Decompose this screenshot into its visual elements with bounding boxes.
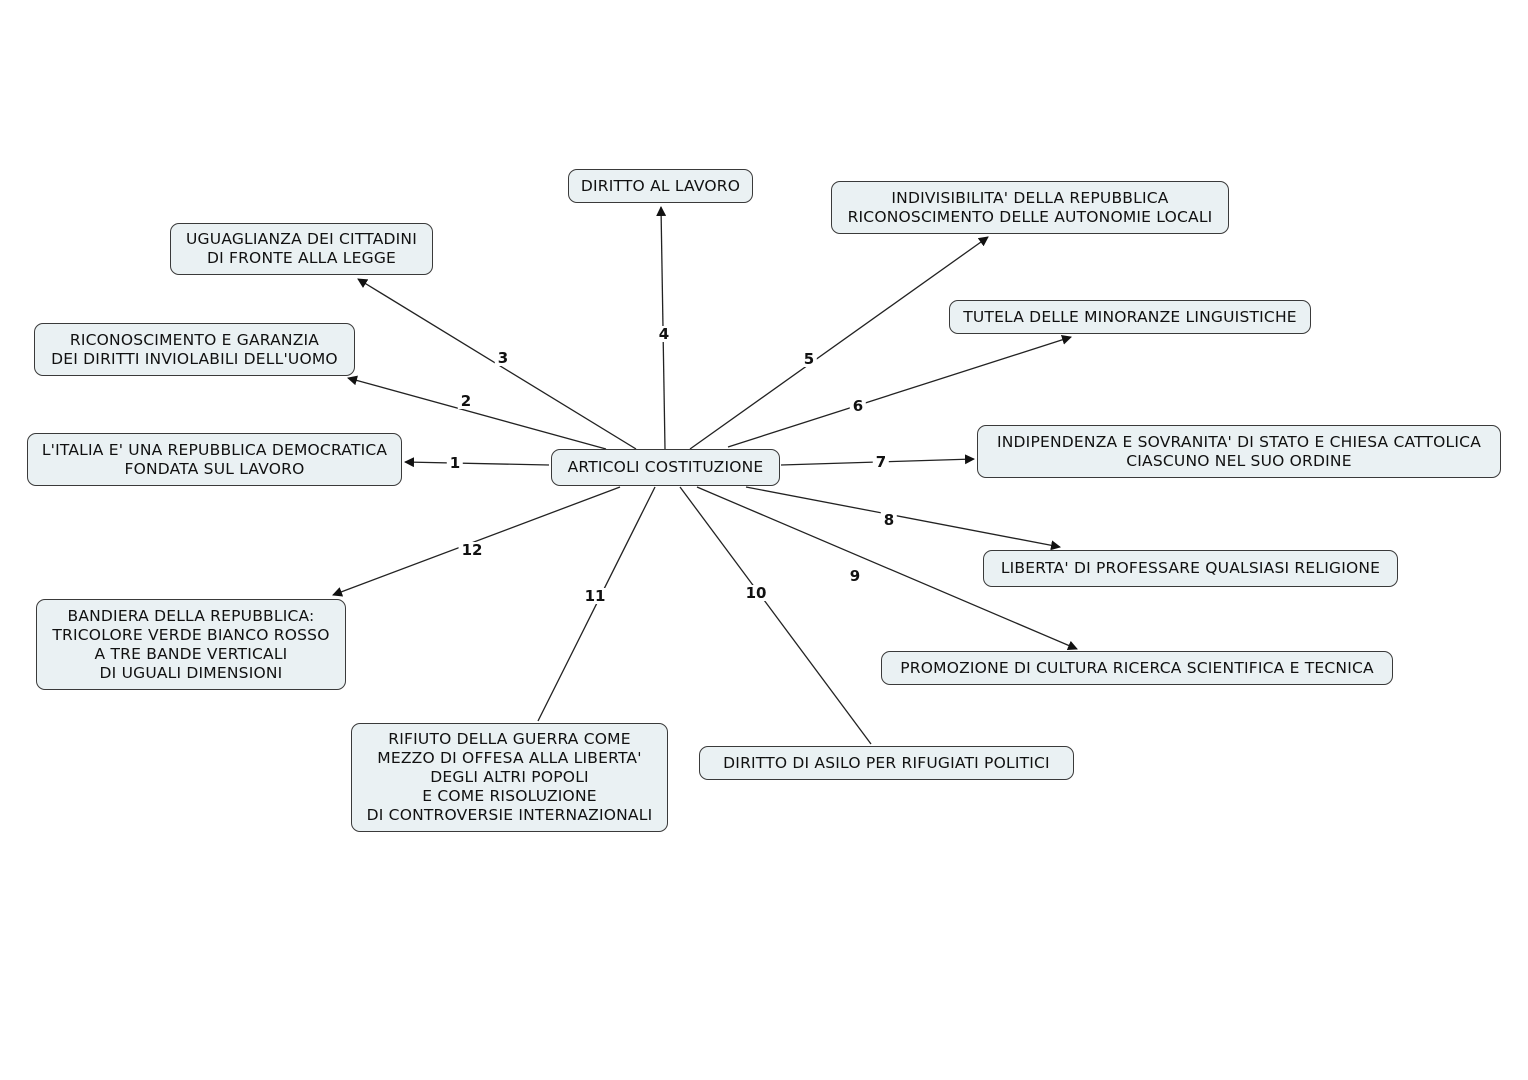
article-node-9[interactable]: PROMOZIONE DI CULTURA RICERCA SCIENTIFIC… [881, 651, 1393, 685]
connector-6 [727, 334, 1072, 448]
central-node[interactable]: ARTICOLI COSTITUZIONE [551, 449, 780, 486]
connector-11 [537, 486, 656, 722]
connector-12 [332, 486, 621, 597]
connector-10 [679, 486, 872, 745]
article-node-11[interactable]: RIFIUTO DELLA GUERRA COME MEZZO DI OFFES… [351, 723, 668, 832]
connector-label-11: 11 [581, 588, 609, 604]
connector-2 [347, 375, 607, 450]
connector-label-5: 5 [800, 351, 818, 367]
article-node-5[interactable]: INDIVISIBILITA' DELLA REPUBBLICA RICONOS… [831, 181, 1229, 234]
connector-label-1: 1 [446, 455, 464, 471]
article-node-1[interactable]: L'ITALIA E' UNA REPUBBLICA DEMOCRATICA F… [27, 433, 402, 486]
connector-label-6: 6 [849, 398, 867, 414]
article-node-4[interactable]: DIRITTO AL LAVORO [568, 169, 753, 203]
connector-5 [689, 236, 989, 450]
connector-label-8: 8 [880, 512, 898, 528]
connector-8 [745, 486, 1061, 551]
article-node-10[interactable]: DIRITTO DI ASILO PER RIFUGIATI POLITICI [699, 746, 1074, 780]
connector-label-3: 3 [494, 350, 512, 366]
connector-label-12: 12 [458, 542, 486, 558]
connector-label-9: 9 [846, 568, 864, 584]
article-node-12[interactable]: BANDIERA DELLA REPUBBLICA: TRICOLORE VER… [36, 599, 346, 690]
article-node-6[interactable]: TUTELA DELLE MINORANZE LINGUISTICHE [949, 300, 1311, 334]
connector-1 [404, 457, 550, 468]
article-node-2[interactable]: RICONOSCIMENTO E GARANZIA DEI DIRITTI IN… [34, 323, 355, 376]
article-node-7[interactable]: INDIPENDENZA E SOVRANITA' DI STATO E CHI… [977, 425, 1501, 478]
connector-9 [696, 486, 1078, 651]
connector-label-4: 4 [655, 326, 673, 342]
connector-label-10: 10 [742, 585, 770, 601]
connector-label-7: 7 [872, 454, 890, 470]
connector-label-2: 2 [457, 393, 475, 409]
article-node-3[interactable]: UGUAGLIANZA DEI CITTADINI DI FRONTE ALLA… [170, 223, 433, 275]
article-node-8[interactable]: LIBERTA' DI PROFESSARE QUALSIASI RELIGIO… [983, 550, 1398, 587]
